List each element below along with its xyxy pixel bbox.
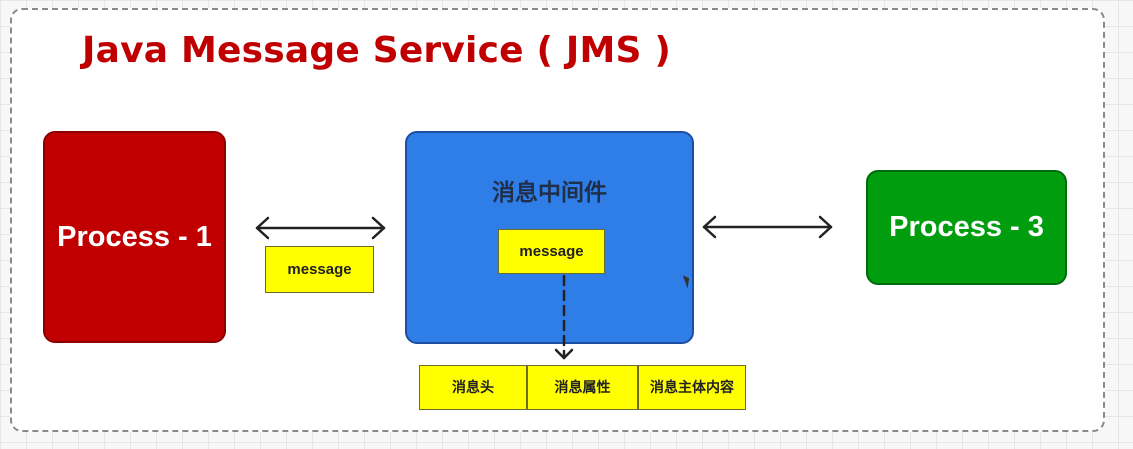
- message-part-properties: 消息属性: [527, 365, 638, 410]
- message-part-body: 消息主体内容: [638, 365, 746, 410]
- message-box-left: message: [265, 246, 374, 293]
- message-box-center: message: [498, 229, 605, 274]
- diagram-title: Java Message Service ( JMS ): [82, 30, 672, 71]
- message-part-header: 消息头: [419, 365, 527, 410]
- process-1-label: Process - 1: [57, 220, 212, 253]
- process-3-label: Process - 3: [889, 211, 1044, 243]
- message-broker-label: 消息中间件: [492, 180, 607, 206]
- process-1-box: Process - 1: [43, 131, 226, 343]
- process-3-box: Process - 3: [866, 170, 1067, 285]
